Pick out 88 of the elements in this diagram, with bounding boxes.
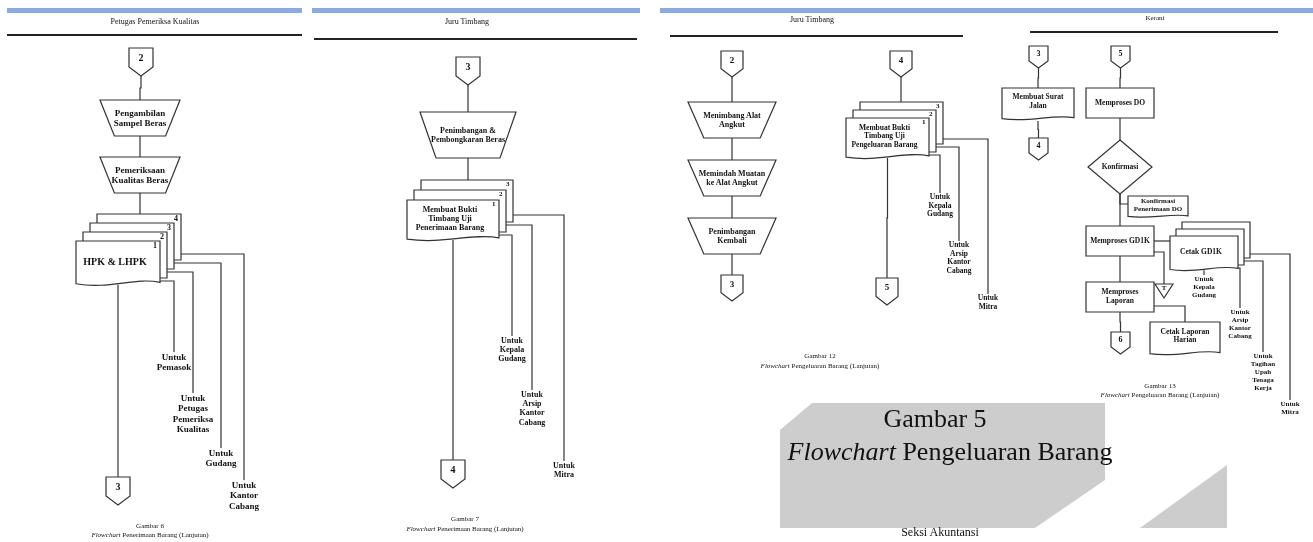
node-label: 5 [1117,48,1124,61]
connector-line [731,195,733,219]
recipient-label: Untuk Gudang [198,448,244,476]
multi-document-shape [1170,222,1250,272]
node-label: Menimbang Alat Angkut [702,109,762,131]
connector-line [731,253,733,276]
node-label: Pengambilan Sampel Beras [112,106,168,130]
connector-line [1119,311,1122,333]
recipient-label: Untuk Kepala Gudang [490,336,534,376]
node-label: Memindah Muatan ke Alat Angkut [697,167,767,189]
manual-operation-trapezoid [688,218,776,254]
off-page-connector [441,460,465,488]
node-label: 3 [1035,48,1042,61]
connector-line [1037,67,1040,89]
node-label: 3 [464,60,472,75]
multi-document-shape [76,214,181,287]
lane-header: Petugas Pemeriksa Kualitas [110,17,200,27]
connector-line [928,154,941,194]
manual-operation-trapezoid [420,112,516,158]
process-box [1086,226,1154,256]
figure-title: Flowchart Pengeluaran Barang [787,437,1113,467]
lane-header: Juru Timbang [789,15,835,25]
connector-line [139,75,142,101]
off-page-connector [1029,138,1048,160]
process-box [1086,88,1154,118]
connector-line [117,284,119,478]
off-page-connector [129,48,153,76]
connector-line [731,137,733,161]
manual-operation-trapezoid [100,157,180,193]
node-label: 4 [897,53,905,67]
off-page-connector [106,477,130,505]
copy-number: 3 [167,224,171,232]
recipient-label: Untuk Arsip Kantor Cabang [512,390,552,438]
off-page-connector [721,51,743,77]
connector-line [467,157,469,181]
off-page-connector [890,51,912,77]
off-page-connector [721,275,743,301]
off-page-connector [1111,46,1130,68]
node-label: 6 [1117,334,1124,347]
node-label: 4 [1035,140,1042,153]
node-label: Penimbangan & Pembongkaran Beras [430,124,506,146]
connector-line [1119,67,1122,89]
connector-line [900,76,902,103]
connector-line [731,76,733,103]
node-label: 3 [114,480,122,495]
connector-line [1037,120,1040,139]
recipient-label: Untuk Kantor Cabang [221,480,267,520]
node-label: Membuat Bukti Timbang Uji Penerimaan Barang [414,204,486,235]
copy-number: 2 [160,233,164,241]
off-page-connector [1029,46,1048,68]
connector-line [886,157,889,279]
node-label: 4 [449,463,457,478]
node-label: 2 [728,53,736,67]
recipient-label: Untuk Pemasok [150,352,198,380]
node-label: Pemeriksaan Kualitas Beras [110,163,170,187]
connector-line [452,239,454,461]
connector-line [1119,117,1121,141]
manual-operation-trapezoid [688,102,776,138]
connector-line [139,135,141,158]
decision-diamond [1088,140,1152,194]
lane-header: Juru Timbang [444,17,490,27]
connector-line [1119,255,1121,283]
copy-number: 1 [153,242,157,250]
node-label: 5 [883,281,891,295]
manual-operation-trapezoid [688,160,776,196]
connector-line [139,192,141,215]
copy-number: 4 [174,215,178,223]
node-label: 2 [137,51,145,66]
section-heading: Seksi Akuntansi [901,526,979,540]
off-page-connector [1111,332,1130,354]
document-shape [1002,88,1074,121]
recipient-label: Untuk Petugas Pemeriksa Kualitas [166,393,220,443]
connector-line [1203,269,1205,276]
manual-operation-trapezoid [100,100,180,136]
off-page-connector [876,278,898,305]
connector-line [1119,193,1121,227]
node-label: Penimbangan Kembali [707,225,757,247]
document-shape [1150,322,1220,356]
file-triangle [1155,284,1173,298]
multi-document-shape [407,180,513,242]
connector-line [1237,267,1241,309]
node-label: HPK & LHPK [82,254,148,269]
recipient-label: Untuk Mitra [543,461,585,489]
connector-line [467,84,469,113]
node-label: 3 [728,277,736,291]
off-page-connector [456,57,480,85]
multi-document-shape [846,102,943,160]
figure-title: Gambar 5 [883,404,987,434]
